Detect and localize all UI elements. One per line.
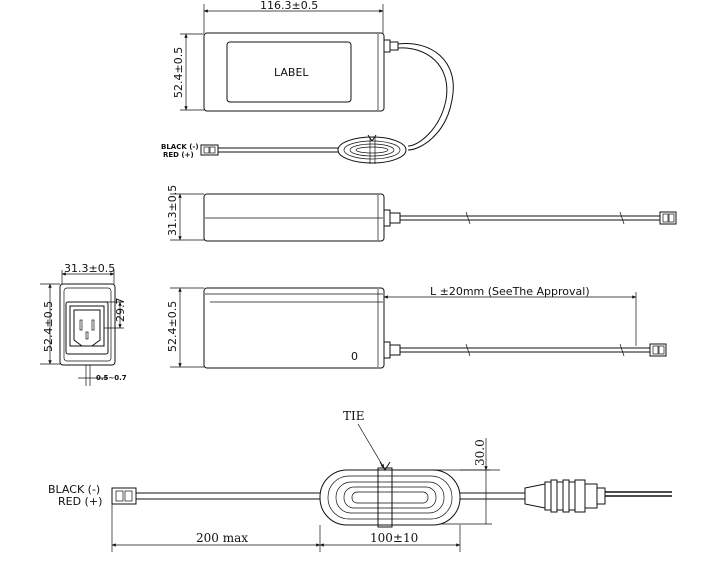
dc-connector-front	[649, 343, 667, 357]
dc-connector-top	[200, 144, 219, 156]
cable-tie	[377, 467, 393, 528]
detail-wire-red: RED (+)	[58, 495, 102, 508]
tie-label: TIE	[343, 409, 365, 423]
adapter-body-front	[203, 287, 385, 369]
front-view: 52.4±0.5 0 L ±20mm (SeeThe Approval)	[166, 285, 667, 369]
front-height-dim: 52.4±0.5	[166, 301, 179, 352]
cable-detail: TIE 30.0 BLACK (-) RED (+)	[48, 409, 672, 552]
adapter-body-side	[203, 193, 385, 242]
end-height-dim: 52.4±0.5	[42, 301, 55, 352]
dim-200: 200 max	[196, 531, 248, 545]
side-height-dim: 31.3±0.5	[166, 185, 179, 236]
gap-dim: 0.5~0.7	[96, 374, 127, 382]
end-width-dim: 31.3±0.5	[64, 262, 115, 275]
cable-coil-top	[337, 134, 407, 164]
length-note: L ±20mm (SeeThe Approval)	[430, 285, 590, 298]
label-area	[226, 41, 352, 103]
socket-dim: 29.7	[114, 298, 127, 323]
dc-connector-detail	[111, 487, 137, 505]
dc-connector-side	[659, 211, 677, 225]
top-view: 116.3±0.5 52.4±0.5 LABEL BLAC	[161, 0, 454, 164]
side-view: 31.3±0.5	[166, 185, 677, 242]
strain-relief	[524, 479, 672, 513]
adapter-body-end	[59, 283, 116, 366]
end-view: 31.3±0.5 52.4±0.5 29.7 0.5~0.7	[40, 262, 127, 386]
adapter-body-top	[203, 32, 385, 112]
detail-wire-black: BLACK (-)	[48, 483, 100, 496]
cable-coil-detail	[319, 461, 461, 528]
top-wire-red: RED (+)	[163, 151, 194, 159]
cable-height-dim: 30.0	[473, 439, 487, 466]
top-height-dim: 52.4±0.5	[172, 47, 185, 98]
top-wire-black: BLACK (-)	[161, 143, 199, 151]
label-text: LABEL	[274, 66, 309, 79]
led-marker: 0	[351, 350, 358, 363]
dim-100: 100±10	[370, 531, 418, 545]
top-width-dim: 116.3±0.5	[260, 0, 318, 12]
